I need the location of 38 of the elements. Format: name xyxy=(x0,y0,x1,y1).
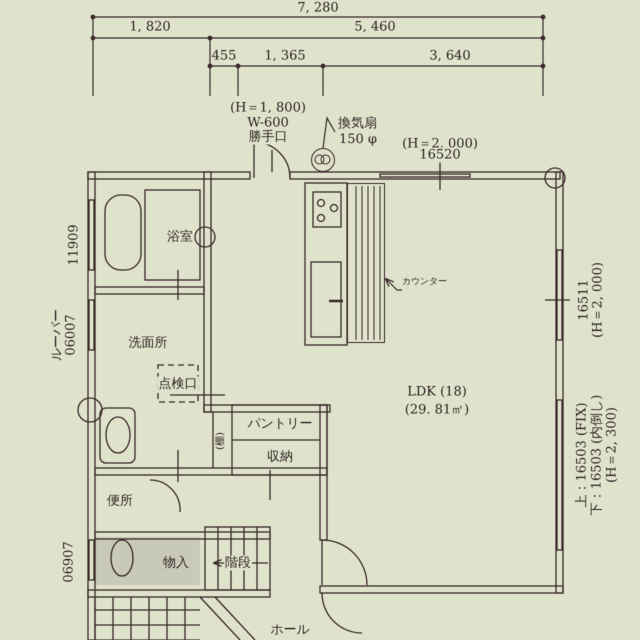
window-label: 上：16503 (FIX) xyxy=(576,402,588,508)
room-label: ホール xyxy=(270,624,310,636)
dimension-label: 5, 460 xyxy=(354,20,396,34)
window-label: 下：16503 (内倒し) xyxy=(590,394,604,516)
dimension-label: 1, 365 xyxy=(264,50,306,62)
room-label: 階段 xyxy=(224,556,252,570)
room-label: 便所 xyxy=(107,494,133,508)
room-label: (棚) xyxy=(216,432,226,450)
window-label: 勝手口 xyxy=(248,130,288,144)
room-label: 収納 xyxy=(267,450,293,464)
hatch-label: 点検口 xyxy=(158,376,198,392)
counter-box xyxy=(347,183,385,343)
dimension-label: 1, 820 xyxy=(129,20,171,34)
window-label: 16511 xyxy=(578,279,590,321)
window-label: W-600 xyxy=(247,116,289,130)
fan-label: 150 φ xyxy=(338,132,377,148)
window-label: (H＝2, 000) xyxy=(592,262,604,338)
leader-line xyxy=(322,116,336,148)
window-label: ルーバー xyxy=(50,309,64,361)
area-label: (29. 81㎡) xyxy=(404,404,470,416)
window-label: (H＝1, 800) xyxy=(230,102,306,114)
leader-line xyxy=(384,278,402,291)
window-label: 16520 xyxy=(418,148,462,162)
window-label: 11909 xyxy=(68,224,80,266)
window-label: 06007 xyxy=(64,314,78,356)
window-label: 06907 xyxy=(62,541,76,583)
window-label: (H＝2, 300) xyxy=(606,407,618,483)
room-label: パントリー xyxy=(248,418,312,430)
room-label: LDK (18) xyxy=(407,386,467,398)
room-label: 浴室 xyxy=(167,230,193,244)
dimension-label: 3, 640 xyxy=(429,50,471,62)
callout-label: カウンター xyxy=(402,274,450,290)
fan-symbol xyxy=(311,148,335,172)
dimension-label: 455 xyxy=(212,50,236,62)
dimension-label: 7, 280 xyxy=(297,2,339,14)
room-label: 洗面所 xyxy=(128,336,168,350)
room-label: 物入 xyxy=(163,556,189,570)
fan-label: 換気扇 xyxy=(337,116,377,132)
